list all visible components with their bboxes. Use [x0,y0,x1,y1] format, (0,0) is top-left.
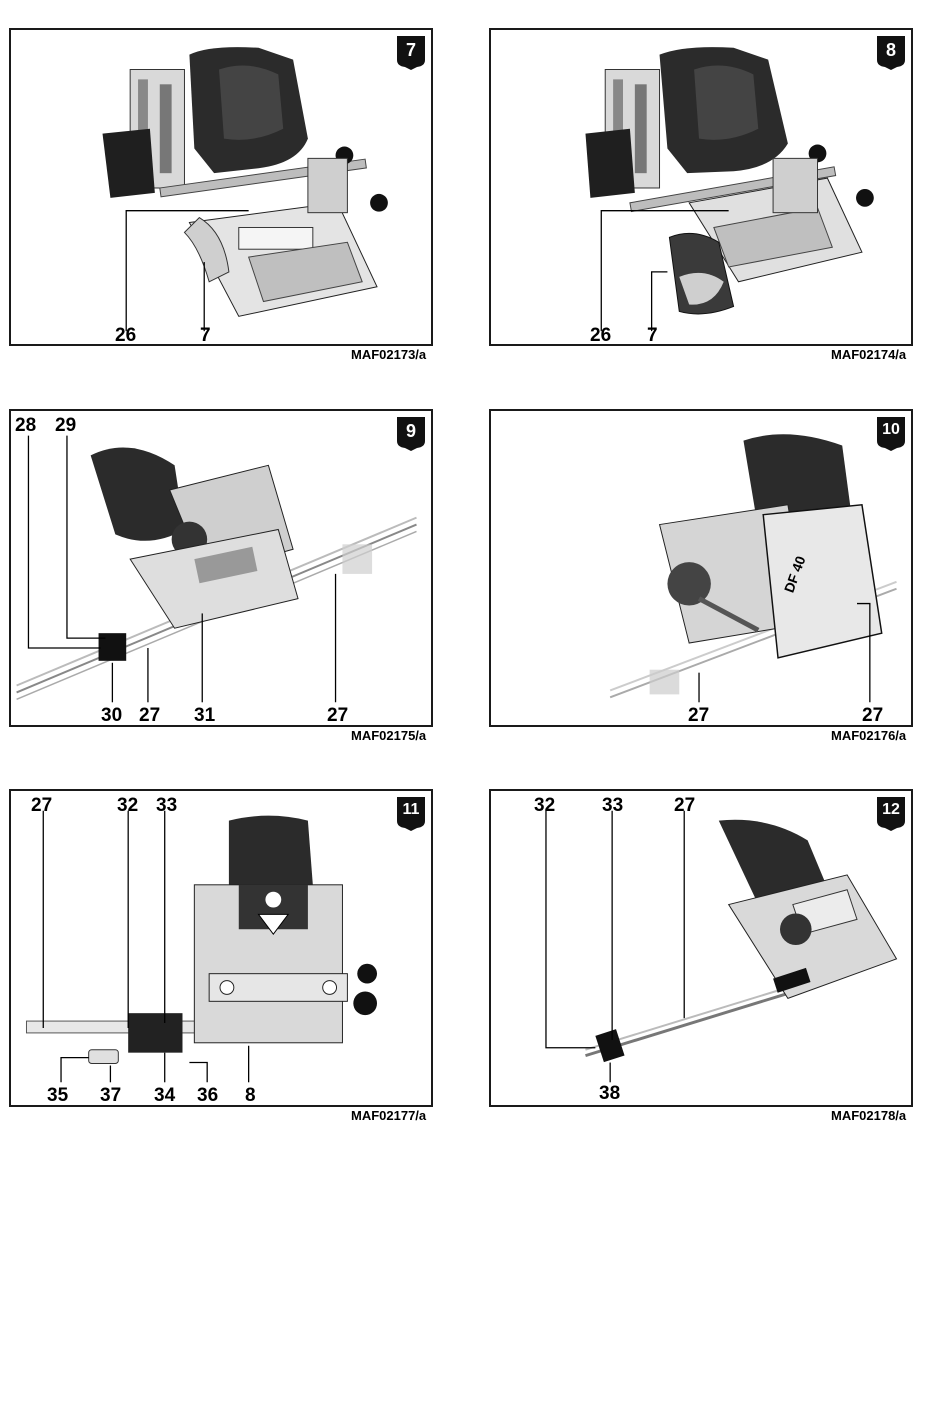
figure-code: MAF02174/a [831,348,906,362]
callout-label: 27 [139,706,160,726]
figure-11-illustration [11,791,431,1105]
callout-label: 36 [197,1086,218,1106]
figure-number-badge: 10 [877,417,905,451]
figure-code: MAF02173/a [351,348,426,362]
figure-number: 10 [877,421,905,439]
callout-label: 27 [327,706,348,726]
callout-label: 7 [200,326,211,346]
figure-11-panel: 11 27 32 33 35 37 34 36 8 [9,789,433,1107]
figure-9-panel: 9 28 29 30 27 31 27 [9,409,433,727]
callout-label: 37 [100,1086,121,1106]
figure-12-illustration [491,791,911,1105]
callout-label: 27 [688,706,709,726]
figure-10-illustration: DF 40 [491,411,911,725]
callout-label: 32 [534,796,555,816]
callout-label: 31 [194,706,215,726]
callout-label: 29 [55,416,76,436]
figure-code: MAF02177/a [351,1109,426,1123]
figure-code: MAF02176/a [831,729,906,743]
figure-number: 11 [397,801,425,819]
figure-number: 7 [397,40,425,61]
figure-code: MAF02175/a [351,729,426,743]
figure-number-badge: 11 [397,797,425,831]
figure-8-panel: 8 26 7 [489,28,913,346]
callout-label: 8 [245,1086,256,1106]
figure-12-panel: 12 32 33 27 38 [489,789,913,1107]
figure-number: 8 [877,40,905,61]
callout-label: 33 [156,796,177,816]
figure-8-illustration [491,30,911,344]
callout-label: 26 [115,326,136,346]
figure-7-panel: 7 26 7 [9,28,433,346]
figure-code: MAF02178/a [831,1109,906,1123]
figure-number-badge: 9 [397,417,425,451]
figure-7-illustration [11,30,431,344]
callout-label: 38 [599,1084,620,1104]
figure-number-badge: 8 [877,36,905,70]
figure-number-badge: 7 [397,36,425,70]
callout-label: 33 [602,796,623,816]
figure-9-illustration [11,411,431,725]
callout-label: 35 [47,1086,68,1106]
callout-label: 34 [154,1086,175,1106]
figure-number: 9 [397,421,425,442]
callout-label: 27 [31,796,52,816]
callout-label: 7 [647,326,658,346]
callout-label: 26 [590,326,611,346]
callout-label: 27 [862,706,883,726]
figure-number-badge: 12 [877,797,905,831]
figure-10-panel: DF 40 10 27 27 [489,409,913,727]
figure-number: 12 [877,801,905,819]
callout-label: 27 [674,796,695,816]
callout-label: 30 [101,706,122,726]
callout-label: 32 [117,796,138,816]
callout-label: 28 [15,416,36,436]
